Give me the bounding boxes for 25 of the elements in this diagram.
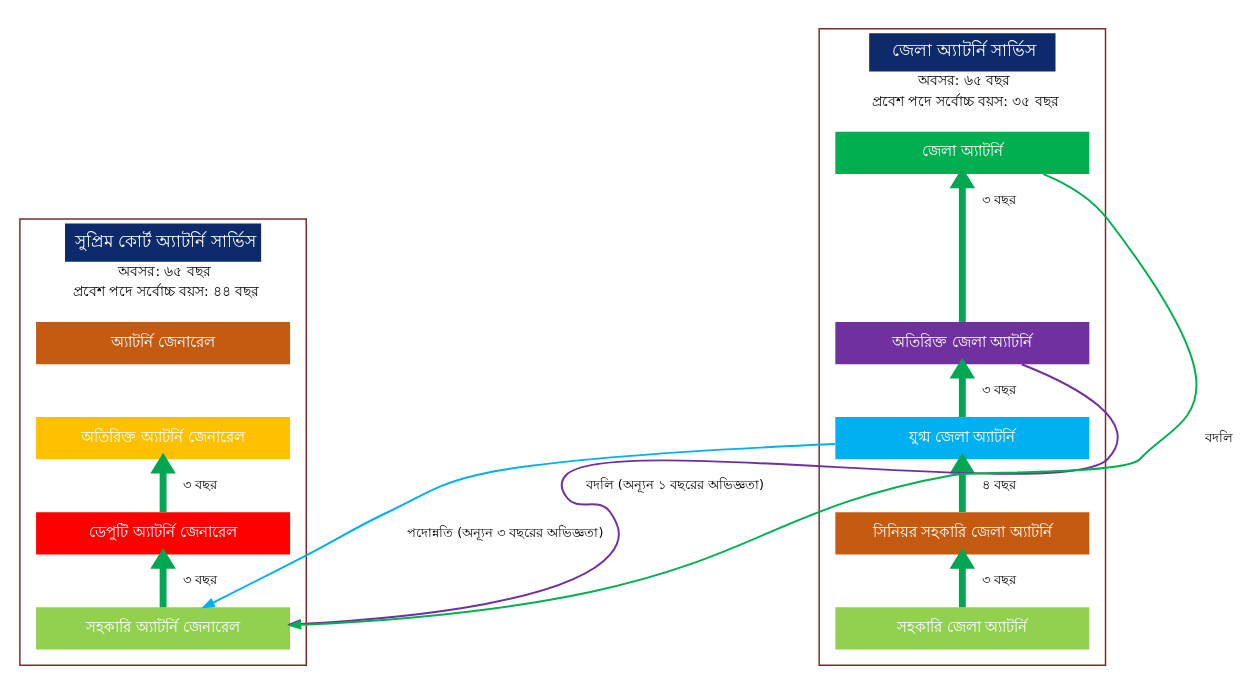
arrow bbox=[949, 167, 976, 322]
arrow bbox=[150, 452, 176, 513]
node-box: ডেপুটি অ্যাটর্নি জেনারেল bbox=[36, 512, 291, 555]
node-box: সিনিয়র সহকারি জেলা অ্যাটর্নি bbox=[835, 512, 1090, 555]
arrow bbox=[949, 452, 976, 513]
edge-label: ৩ বছর bbox=[182, 572, 217, 588]
node-box: সহকারি অ্যাটর্নি জেনারেল bbox=[36, 607, 291, 650]
arrow bbox=[201, 442, 837, 609]
arrow bbox=[949, 357, 976, 417]
node-box: অ্যাটর্নি জেনারেল bbox=[36, 322, 291, 365]
node-box: অতিরিক্ত অ্যাটর্নি জেনারেল bbox=[36, 417, 291, 460]
edge-label: ৪ বছর bbox=[981, 477, 1017, 493]
edge-label: বদলি bbox=[1204, 429, 1233, 445]
arrow bbox=[949, 547, 976, 608]
node-box: যুগ্ম জেলা অ্যাটর্নি bbox=[835, 417, 1090, 460]
edge-label: পদোন্নতি (অন্যূন ৩ বছরের অভিজ্ঞতা) bbox=[407, 524, 604, 540]
node-box: সহকারি জেলা অ্যাটর্নি bbox=[835, 607, 1090, 650]
node-box: অতিরিক্ত জেলা অ্যাটর্নি bbox=[835, 322, 1090, 365]
node-box: জেলা অ্যাটর্নি bbox=[835, 131, 1090, 174]
edge-label: ৩ বছর bbox=[981, 572, 1017, 588]
edge-label: ৩ বছর bbox=[981, 381, 1017, 397]
edge-label: বদলি (অন্যূন ১ বছরের অভিজ্ঞতা) bbox=[585, 477, 764, 493]
edge-label: ৩ বছর bbox=[182, 477, 217, 493]
edge-label: ৩ বছর bbox=[981, 191, 1017, 207]
arrow bbox=[150, 547, 176, 608]
